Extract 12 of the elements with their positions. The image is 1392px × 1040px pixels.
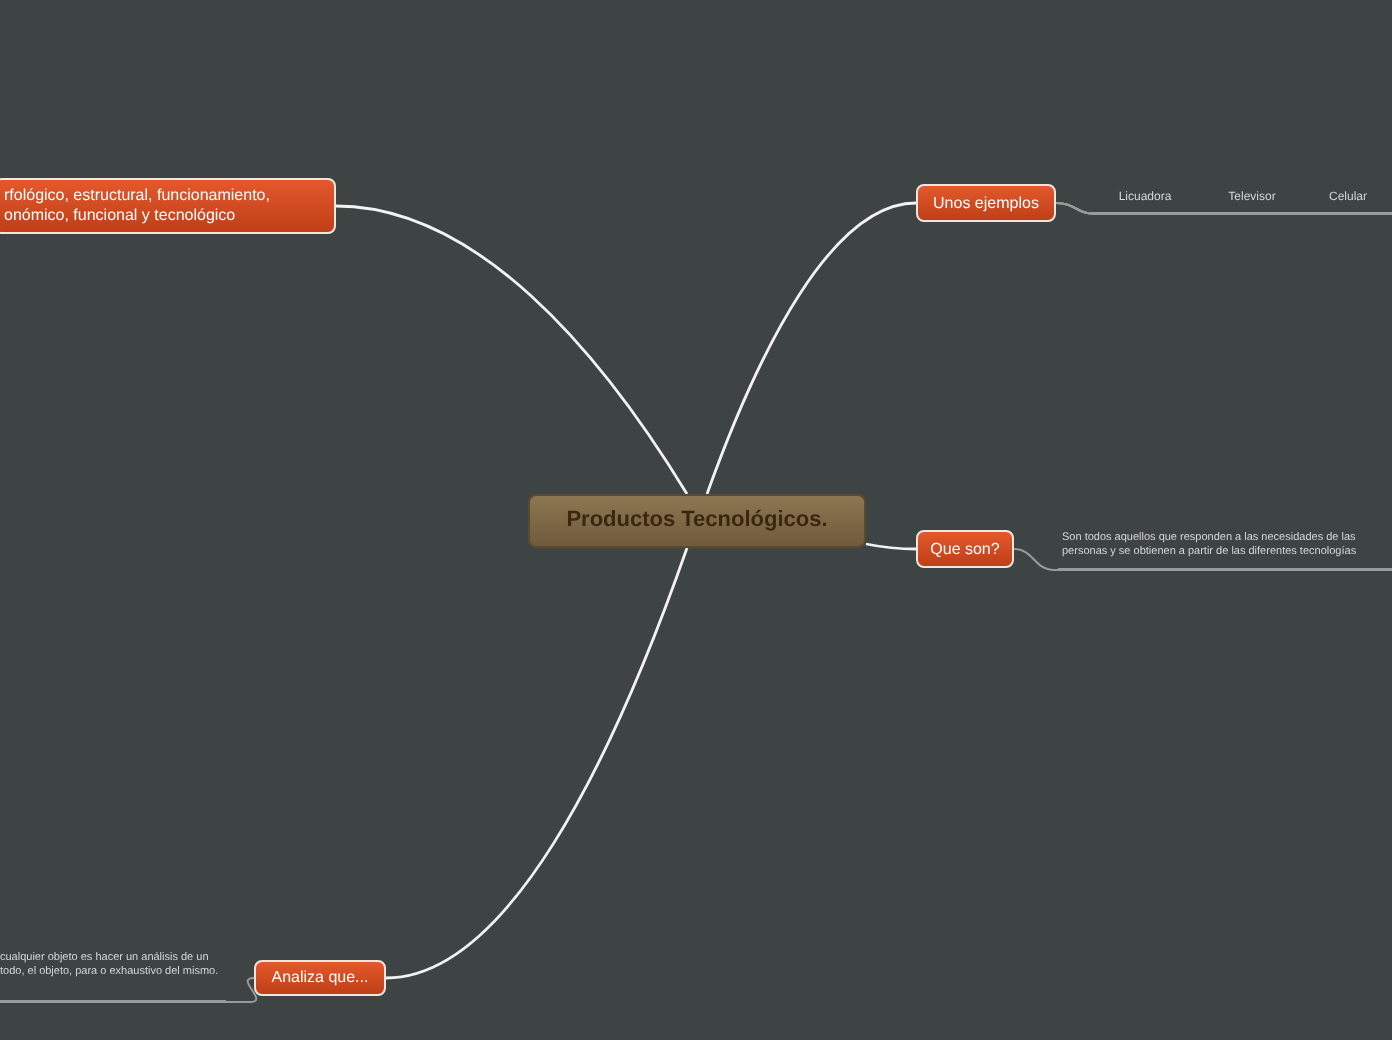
connector-line: [1013, 548, 1392, 571]
topic-box: Unos ejemplos: [916, 184, 1056, 222]
connector-line: [1055, 202, 1392, 215]
topic-box: rfológico, estructural, funcionamiento, onómico, funcional y tecnológico: [0, 178, 336, 234]
connector-line: [0, 977, 258, 1003]
connector-line: [385, 547, 689, 980]
connector-line: [335, 204, 689, 495]
connector-line: [865, 542, 916, 551]
connector-line: [705, 201, 917, 495]
central-topic-box: Productos Tecnológicos.: [528, 494, 866, 548]
topic-box: Analiza que...: [254, 960, 386, 996]
topic-box: Que son?: [916, 530, 1014, 568]
